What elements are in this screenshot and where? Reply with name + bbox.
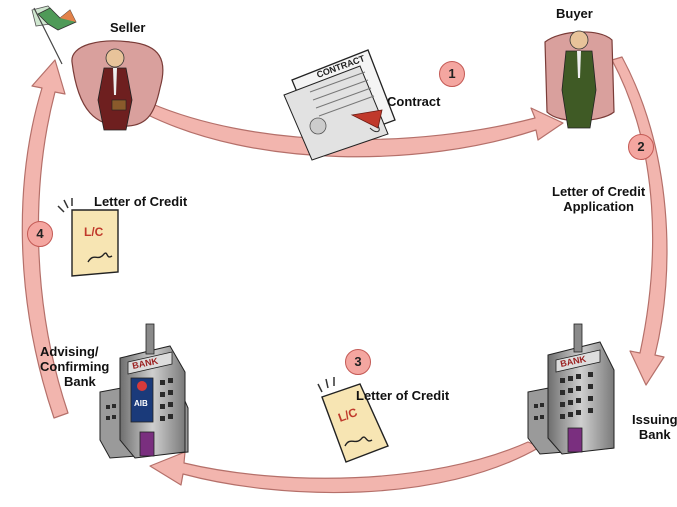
buyer-figure: [544, 30, 615, 129]
issuing-bank-label: Issuing Bank: [632, 412, 677, 442]
letter-of-credit-document-4: [57, 198, 119, 277]
step-4-badge: 4: [27, 221, 53, 247]
advising-bank-label-line-2: Confirming: [40, 359, 110, 374]
letter-of-credit-document-3: [317, 377, 389, 463]
arrow-issuing-to-advising-bank: [149, 441, 541, 494]
arrow-advising-bank-to-seller: [21, 59, 69, 419]
buyer-label: Buyer: [556, 6, 593, 21]
lc-mark-3: L/C: [336, 405, 359, 425]
step-2-badge: 2: [628, 134, 654, 160]
step-4-label: Letter of Credit: [94, 194, 188, 209]
step-2-label: Letter of Credit Application: [552, 184, 645, 214]
step-1-badge: 1: [439, 61, 465, 87]
issuing-bank-building: [527, 323, 615, 455]
contract-document-icon: [283, 49, 396, 161]
lc-mark-4: L/C: [84, 225, 104, 239]
seller-figure: [71, 40, 164, 131]
step-2-label-line-1: Letter of Credit: [552, 184, 646, 199]
step-3-label: Letter of Credit: [356, 388, 450, 403]
step-3-badge: 3: [345, 349, 371, 375]
aib-logo: AIB: [134, 399, 148, 408]
flag-icon: [31, 5, 77, 65]
arrow-seller-to-buyer: [145, 102, 564, 158]
step-1-label: Contract: [387, 94, 441, 109]
issuing-bank-label-line-1: Issuing: [632, 412, 677, 427]
step-2-label-line-2: Application: [563, 199, 634, 214]
advising-bank-label-line-1: Advising/: [40, 344, 99, 359]
seller-label: Seller: [110, 20, 146, 35]
advising-bank-label: Advising/ Confirming Bank: [40, 344, 109, 389]
issuing-bank-label-line-2: Bank: [638, 427, 671, 442]
advising-bank-label-line-3: Bank: [64, 374, 96, 389]
advising-bank-building: [99, 323, 189, 459]
arrow-buyer-to-issuing-bank: [611, 56, 668, 386]
